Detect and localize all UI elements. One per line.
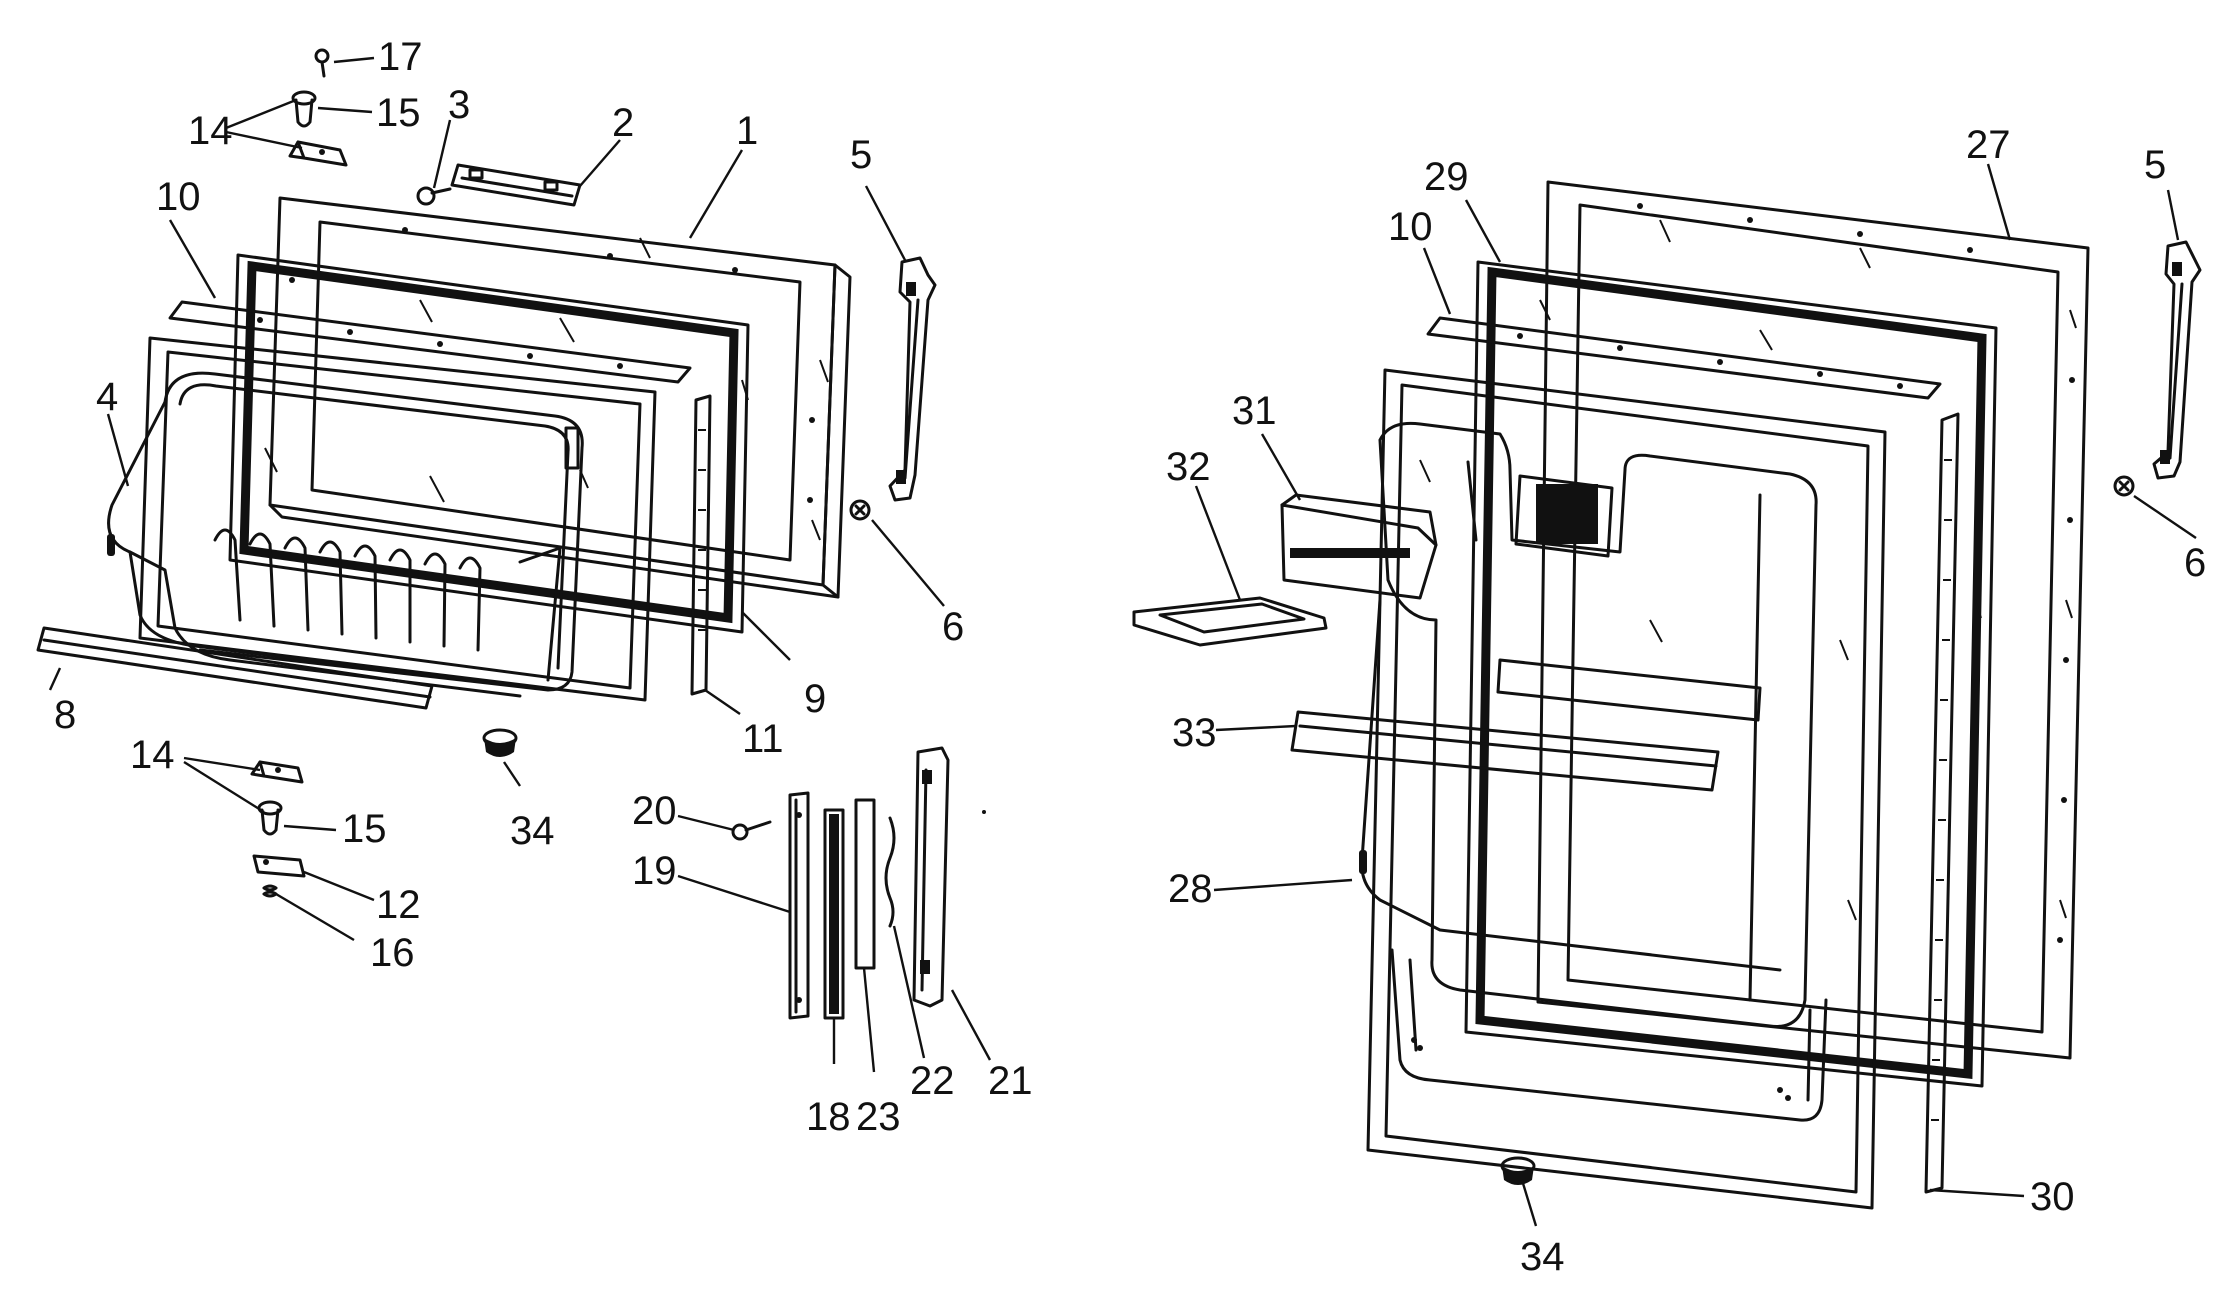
hinge-pin-top — [291, 90, 317, 128]
handle-screw-right — [2113, 475, 2135, 497]
callout-21: 21 — [988, 1059, 1033, 1103]
door-gasket — [228, 253, 750, 634]
callout-29: 29 — [1424, 155, 1469, 199]
callout-4: 4 — [96, 375, 118, 419]
hinge-strip-right — [1924, 412, 1960, 1194]
callout-15-top: 15 — [376, 91, 421, 135]
callout-27: 27 — [1966, 123, 2011, 167]
callout-20: 20 — [632, 789, 677, 833]
dairy-door — [1280, 493, 1438, 600]
butter-tray — [1132, 596, 1328, 647]
callout-23: 23 — [856, 1095, 901, 1139]
callout-31: 31 — [1232, 389, 1277, 433]
callout-10-left: 10 — [156, 175, 201, 219]
callout-14-top: 14 — [188, 109, 233, 153]
callout-10-right: 10 — [1388, 205, 1433, 249]
callout-17: 17 — [378, 35, 423, 79]
channel-21 — [912, 746, 950, 1008]
screw-20 — [731, 820, 772, 841]
callout-34-right: 34 — [1520, 1235, 1565, 1279]
outer-door-panel-right — [1536, 180, 2090, 1060]
callout-9: 9 — [804, 677, 826, 721]
door-bumper-left — [482, 728, 518, 757]
hinge-cover — [450, 163, 582, 207]
callout-30: 30 — [2030, 1175, 2075, 1219]
door-gasket-right — [1464, 260, 1998, 1088]
freezer-door-assembly — [36, 48, 986, 1020]
strip-18 — [823, 808, 845, 1020]
bottom-rail — [36, 626, 434, 710]
bar-19 — [788, 791, 810, 1020]
callout-28: 28 — [1168, 867, 1213, 911]
callout-14-bottom: 14 — [130, 733, 175, 777]
top-screw-17 — [314, 48, 330, 78]
callout-6-right: 6 — [2184, 541, 2206, 585]
callout-18: 18 — [806, 1095, 851, 1139]
cover-screw — [416, 186, 452, 206]
callout-11: 11 — [742, 717, 784, 761]
bottom-hinge-bracket — [250, 760, 304, 784]
strip-23 — [854, 798, 876, 970]
door-handle-right — [2152, 240, 2202, 480]
leader-lines — [48, 56, 2197, 1227]
callout-32: 32 — [1166, 445, 1211, 489]
lower-bracket — [252, 854, 306, 878]
callout-8: 8 — [54, 693, 76, 737]
callout-19: 19 — [632, 849, 677, 893]
shelf-bar-right — [1290, 710, 1720, 792]
callout-1: 1 — [736, 109, 758, 153]
callout-5-right: 5 — [2144, 143, 2166, 187]
fresh-food-door-assembly — [1132, 180, 2202, 1210]
spring-16 — [262, 884, 278, 898]
callout-12: 12 — [376, 883, 421, 927]
top-strip — [168, 300, 692, 384]
callout-3: 3 — [448, 83, 470, 127]
top-hinge-bracket — [288, 140, 348, 167]
callout-22: 22 — [910, 1059, 955, 1103]
outer-door-panel — [268, 196, 852, 599]
callout-16: 16 — [370, 931, 415, 975]
callout-2: 2 — [612, 101, 634, 145]
hinge-strip — [690, 394, 712, 696]
inner-door-liner-right — [1359, 368, 1887, 1210]
callout-15-bottom: 15 — [342, 807, 387, 851]
callout-33: 33 — [1172, 711, 1217, 755]
top-strip-right — [1426, 316, 1942, 400]
callout-34-left: 34 — [510, 809, 555, 853]
door-handle — [888, 256, 937, 502]
handle-screw-left — [849, 499, 871, 521]
hinge-pin-bottom — [257, 800, 283, 836]
callout-6-left: 6 — [942, 605, 964, 649]
door-bumper-right — [1500, 1156, 1536, 1185]
callout-5-left: 5 — [850, 133, 872, 177]
wire-22 — [884, 816, 896, 928]
inner-door-liner — [107, 336, 657, 702]
callout-labels: 17 15 14 3 2 1 5 10 4 6 9 11 8 34 14 15 … — [54, 35, 2206, 1279]
